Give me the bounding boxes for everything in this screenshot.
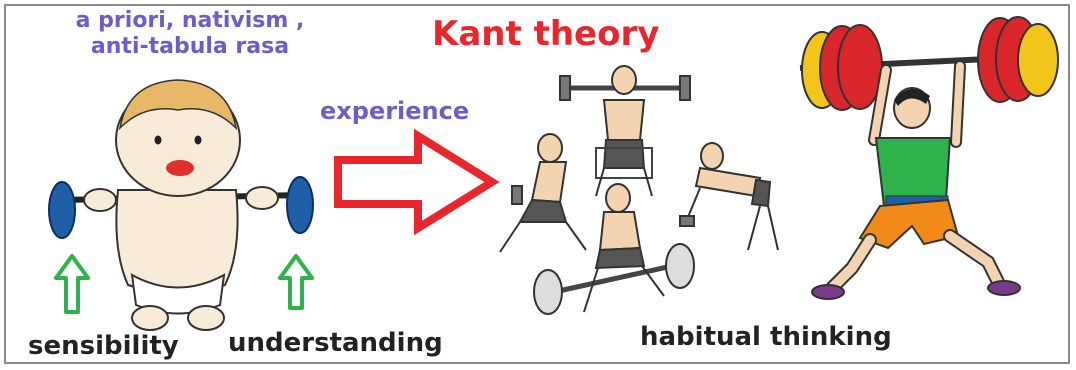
apriori-line-2: anti-tabula rasa [90, 34, 290, 59]
apriori-line-1: a priori, nativism , [75, 8, 305, 33]
sensibility-arrow-icon [54, 254, 90, 314]
understanding-arrow-icon [278, 254, 314, 310]
diagram-frame [4, 4, 1070, 364]
gym-exercises-illustration [499, 65, 779, 315]
experience-label: experience [320, 97, 470, 125]
blue-weight-right [286, 176, 314, 234]
apriori-label: a priori, nativism , anti-tabula rasa [40, 8, 340, 60]
baby-arm-right [245, 186, 279, 210]
diagram-title: Kant theory [432, 14, 660, 54]
understanding-label: understanding [228, 328, 443, 358]
baby-eye-left [154, 135, 162, 145]
baby-hair [118, 79, 238, 131]
experience-arrow-icon [334, 128, 500, 236]
weightlifter-illustration [799, 16, 1059, 300]
baby-arm-left [83, 188, 117, 212]
baby-eye-right [194, 135, 202, 145]
yellow-plate-right [1017, 23, 1059, 97]
baby-leg-left [131, 305, 169, 331]
blue-weight-left [48, 181, 76, 239]
baby-lifter-illustration [48, 79, 314, 331]
baby-leg-right [187, 305, 225, 331]
sensibility-label: sensibility [28, 331, 179, 361]
baby-mouth [166, 160, 194, 176]
habitual-thinking-label: habitual thinking [640, 322, 892, 352]
